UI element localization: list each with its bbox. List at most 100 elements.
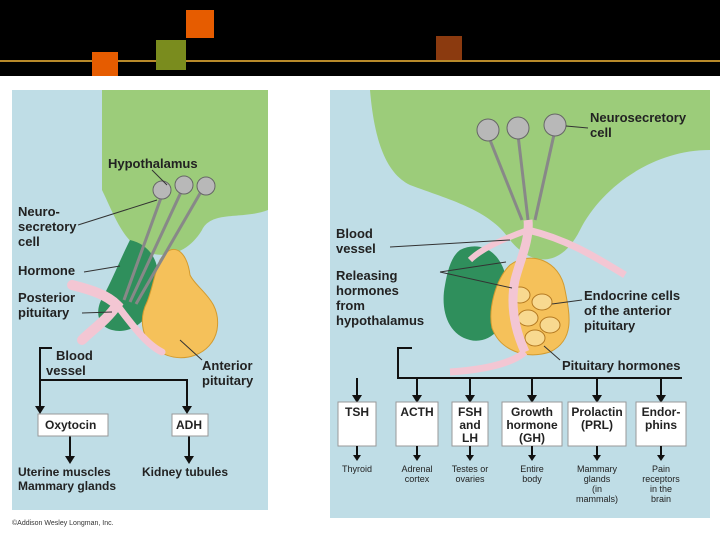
posterior-pituitary-diagram: Hypothalamus Neuro- secretory cell Hormo…: [18, 90, 268, 493]
target-label: Thyroid: [342, 464, 372, 474]
endocrine-cell-4: [539, 316, 561, 334]
arrow-box-5: [656, 395, 666, 403]
neuron-axon-1: [122, 194, 164, 301]
arrow-target2: [184, 456, 194, 464]
label-target-uterine: Uterine muscles: [18, 465, 111, 479]
target-label: receptors: [642, 474, 680, 484]
portal-vessel-left: [467, 227, 530, 263]
hormone-box-label: FSH: [458, 405, 482, 419]
hormone-box-4: [567, 401, 627, 447]
arrow-target-2: [466, 455, 474, 461]
endocrine-cell-3: [517, 309, 539, 327]
label-releasing-4: hypothalamus: [336, 313, 424, 328]
anterior-pituitary-diagram: Neurosecretory cell Blood vessel Releasi…: [336, 90, 710, 504]
hypothalamus-region: [102, 90, 268, 255]
target-label: Testes or: [452, 464, 489, 474]
arrow-box-3: [527, 395, 537, 403]
arrow-target1: [65, 456, 75, 464]
label-neuro-1: Neuro-: [18, 204, 60, 219]
label-hypothalamus: Hypothalamus: [108, 156, 198, 171]
label-anterior-2: pituitary: [202, 373, 254, 388]
label-releasing-1: Releasing: [336, 268, 397, 283]
target-label: Adrenal: [401, 464, 432, 474]
label-neurosecretory-1: Neurosecretory: [590, 110, 687, 125]
hormone-box-0: [337, 401, 377, 447]
label-oxytocin: Oxytocin: [45, 418, 96, 432]
hormone-box-label: Endor-: [642, 405, 681, 419]
hormone-box-label: Growth: [511, 405, 553, 419]
header-rule: [0, 60, 720, 62]
neuron-axon-r2: [516, 134, 530, 221]
pointer-posterior: [81, 311, 113, 314]
arrow-target-1: [413, 455, 421, 461]
neuron-axon-r3: [533, 129, 557, 221]
target-label: (in: [592, 484, 602, 494]
label-anterior-1: Anterior: [202, 358, 253, 373]
portal-vessel-down: [449, 349, 528, 376]
hormone-box-label: hormone: [506, 418, 558, 432]
pointer-endocrine: [551, 299, 583, 305]
label-blood-2: vessel: [46, 363, 86, 378]
neuron-body-r2: [506, 116, 530, 140]
neuron-body-r3: [543, 113, 567, 137]
arrow-target-5: [657, 455, 665, 461]
target-label: cortex: [405, 474, 430, 484]
pointer-hormone: [83, 265, 121, 273]
arrow-box-0: [352, 395, 362, 403]
title-bar: [0, 0, 720, 76]
pointer-neuro: [77, 199, 158, 226]
pointer-releasing-1: [439, 261, 507, 273]
label-neuro-3: cell: [18, 234, 40, 249]
target-label: Entire: [520, 464, 544, 474]
hormone-box-5: [635, 401, 687, 447]
target-label: Mammary: [577, 464, 617, 474]
arrow-adh: [182, 406, 192, 414]
hormone-box-3: [501, 401, 563, 447]
hormone-box-label: (GH): [519, 431, 545, 445]
label-posterior-2: pituitary: [18, 305, 70, 320]
blood-vessel-left-lower: [113, 301, 166, 356]
target-label: ovaries: [455, 474, 485, 484]
left-diagram-panel: Hypothalamus Neuro- secretory cell Hormo…: [12, 90, 268, 510]
hormone-box-label: TSH: [345, 405, 369, 419]
target-label: mammals): [576, 494, 618, 504]
arrow-box-2: [465, 395, 475, 403]
arrow-target-4: [593, 455, 601, 461]
hormone-box-1: [395, 401, 439, 447]
decor-square-orange-top: [186, 10, 214, 38]
neuron-body-r1: [476, 118, 500, 142]
hypothalamus-region-right: [370, 90, 710, 260]
hormone-box-label: and: [459, 418, 480, 432]
hormone-box-label: Prolactin: [571, 405, 622, 419]
label-endocrine-2: of the anterior: [584, 303, 671, 318]
target-label: glands: [584, 474, 611, 484]
label-pituitary-hormones: Pituitary hormones: [562, 358, 680, 373]
neuron-body-3: [196, 176, 216, 196]
portal-vessel-branch: [527, 226, 627, 279]
neuron-body-1: [152, 180, 172, 200]
label-blood-r1: Blood: [336, 226, 373, 241]
target-label: in the: [650, 484, 672, 494]
arrow-target-3: [528, 455, 536, 461]
copyright-text: ©Addison Wesley Longman, Inc.: [12, 520, 114, 527]
anterior-pituitary-shape: [141, 248, 219, 359]
label-releasing-2: hormones: [336, 283, 399, 298]
portal-vessel: [508, 219, 533, 354]
target-label: body: [522, 474, 542, 484]
label-target-kidney: Kidney tubules: [142, 465, 228, 479]
neuron-axon-3: [134, 189, 204, 305]
label-blood-r2: vessel: [336, 241, 376, 256]
right-diagram-panel: Neurosecretory cell Blood vessel Releasi…: [330, 90, 710, 518]
endocrine-cell-5: [524, 329, 546, 347]
neuron-axon-r1: [486, 134, 524, 221]
label-endocrine-1: Endocrine cells: [584, 288, 680, 303]
label-blood-1: Blood: [56, 348, 93, 363]
label-posterior-1: Posterior: [18, 290, 75, 305]
label-target-mammary: Mammary glands: [18, 479, 116, 493]
arrow-box-4: [592, 395, 602, 403]
decor-square-green: [156, 40, 186, 70]
decor-square-orange-left: [92, 52, 118, 76]
flow-bracket-right: [397, 347, 682, 379]
arrow-target-0: [353, 455, 361, 461]
pointer-pituitary-hormones: [543, 345, 561, 361]
